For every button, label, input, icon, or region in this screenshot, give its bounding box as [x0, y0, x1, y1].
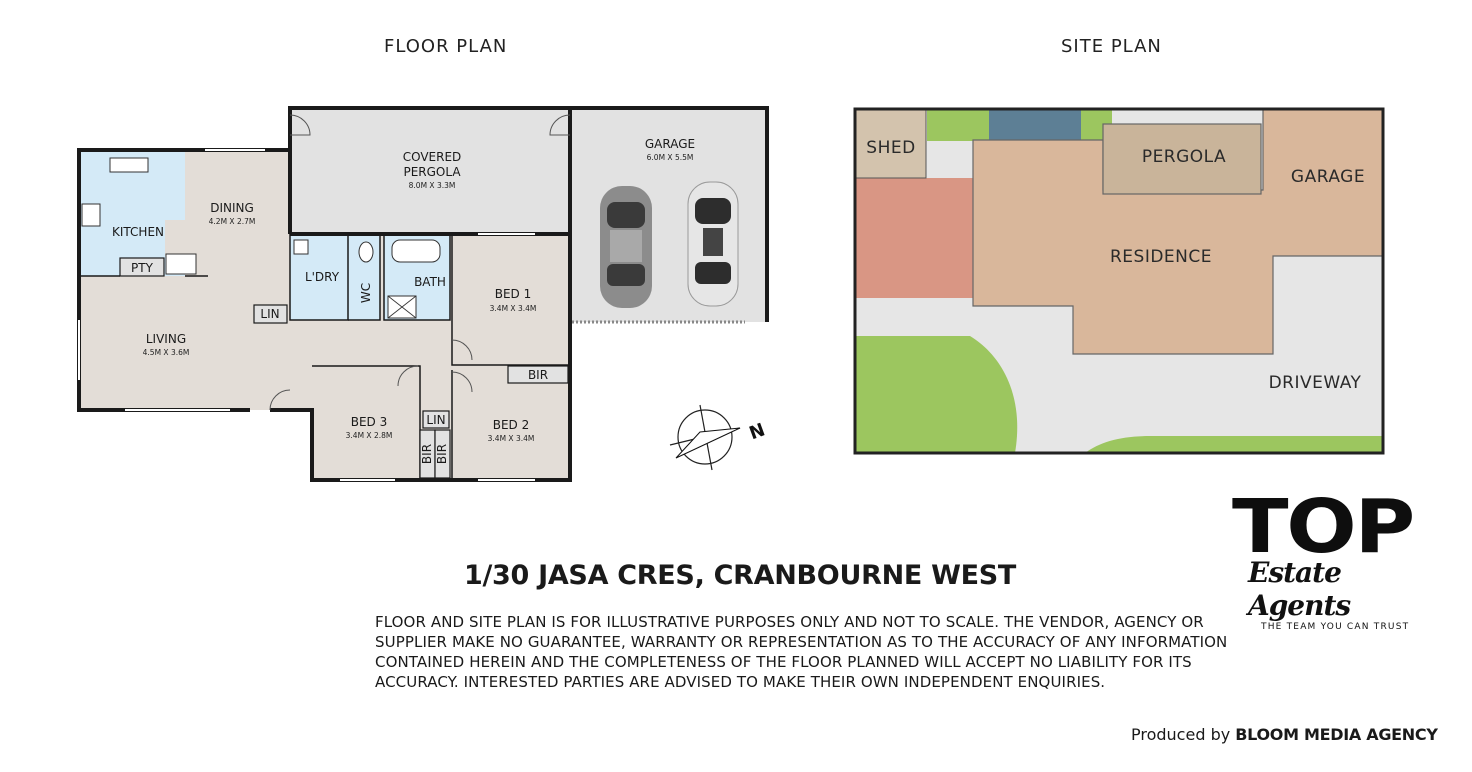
sink-icon: [109, 157, 149, 173]
bed1-dim: 3.4M X 3.4M: [490, 304, 537, 313]
lawn-area: [855, 336, 1018, 453]
kitchen-area: [79, 150, 185, 276]
courtyard-area: [855, 178, 973, 298]
door-swing: [451, 371, 473, 393]
pantry: [119, 257, 165, 277]
living-dim: 4.5M X 3.6M: [143, 348, 190, 357]
dining-label: DINING: [210, 201, 254, 215]
garage-wall: [570, 106, 769, 322]
house-exterior-wall: [270, 322, 572, 482]
door-swing: [289, 114, 311, 136]
bed3-label: BED 3: [351, 415, 388, 429]
credit-agency: BLOOM MEDIA AGENCY: [1235, 725, 1438, 744]
car-icon: [687, 181, 739, 307]
bed2-dim: 3.4M X 3.4M: [488, 434, 535, 443]
logo-main-text: TOP: [1232, 484, 1415, 570]
pty-label: PTY: [131, 261, 154, 275]
covered-pergola-dim: 8.0M X 3.3M: [409, 181, 456, 190]
credit-prefix: Produced by: [1131, 725, 1231, 744]
site-plan-heading: SITE PLAN: [1061, 36, 1162, 57]
linen-closet-2: [422, 410, 450, 429]
logo-tagline: THE TEAM YOU CAN TRUST: [1261, 622, 1410, 632]
bath-walls: [383, 234, 451, 321]
floor-plan: N COVERED PERGOLA 8.0M X 3.3M GARAGE 6.0…: [77, 106, 769, 482]
disclaimer-text: FLOOR AND SITE PLAN IS FOR ILLUSTRATIVE …: [375, 613, 1228, 691]
bed2-label: BED 2: [493, 418, 530, 432]
producer-credit: Produced by BLOOM MEDIA AGENCY: [1131, 725, 1438, 744]
pergola-area: [1102, 123, 1262, 195]
kitchen-label: KITCHEN: [112, 225, 164, 239]
wet-area-walls: [289, 234, 349, 321]
living-label: LIVING: [146, 332, 186, 346]
door-swing: [269, 389, 291, 411]
pergola-wall: [288, 106, 570, 150]
property-address: 1/30 JASA CRES, CRANBOURNE WEST: [463, 560, 1017, 591]
laundry-tub-icon: [293, 239, 309, 255]
cooktop-icon: [81, 203, 101, 227]
site-garage-label: GARAGE: [1291, 167, 1365, 187]
bathtub-icon: [391, 239, 441, 263]
logo-script-text: Estate Agents: [1248, 556, 1351, 622]
car-icon: [600, 186, 652, 308]
site-residence-label: RESIDENCE: [1110, 247, 1212, 267]
water-tank-area: [989, 109, 1081, 141]
door-swing: [549, 114, 571, 136]
laundry-label: L'DRY: [305, 270, 340, 284]
bir-3: [434, 429, 451, 479]
lin1-label: LIN: [260, 307, 279, 321]
agency-logo: TOP Estate Agents THE TEAM YOU CAN TRUST: [1232, 490, 1432, 632]
site-driveway-label: DRIVEWAY: [1269, 373, 1362, 393]
bed3-dim: 3.4M X 2.8M: [346, 431, 393, 440]
lawn-area: [1085, 436, 1383, 453]
bath-label: BATH: [414, 275, 446, 289]
compass-icon: [669, 404, 741, 471]
site-border: [853, 107, 1385, 455]
bir2-label: BIR: [420, 444, 434, 464]
door-swing: [397, 365, 419, 387]
dining-dim: 4.2M X 2.7M: [209, 217, 256, 226]
bed1-walls: [451, 236, 570, 366]
bir3-label: BIR: [435, 444, 449, 464]
garage-dim: 6.0M X 5.5M: [647, 153, 694, 162]
covered-pergola-label-2: PERGOLA: [403, 165, 461, 179]
site-pergola-label: PERGOLA: [1142, 147, 1226, 167]
bir1-label: BIR: [528, 368, 548, 382]
door-swing: [451, 339, 473, 361]
wc-walls: [348, 234, 381, 321]
toilet-icon: [358, 241, 374, 263]
bir-1: [507, 365, 569, 384]
floor-plan-heading: FLOOR PLAN: [384, 36, 508, 57]
wc-label: WC: [359, 283, 373, 303]
lin2-label: LIN: [426, 413, 445, 427]
fridge-icon: [165, 253, 197, 275]
covered-pergola-area: [290, 108, 570, 234]
linen-closet-1: [253, 304, 288, 324]
site-shed-label: SHED: [866, 138, 915, 158]
shed-area: [855, 109, 927, 179]
garage-label: GARAGE: [645, 137, 695, 151]
covered-pergola-label: COVERED: [403, 150, 462, 164]
site-plan: SHED PERGOLA GARAGE RESIDENCE DRIVEWAY: [853, 107, 1385, 455]
compass-label: N: [747, 419, 768, 444]
bed1-label: BED 1: [495, 287, 532, 301]
